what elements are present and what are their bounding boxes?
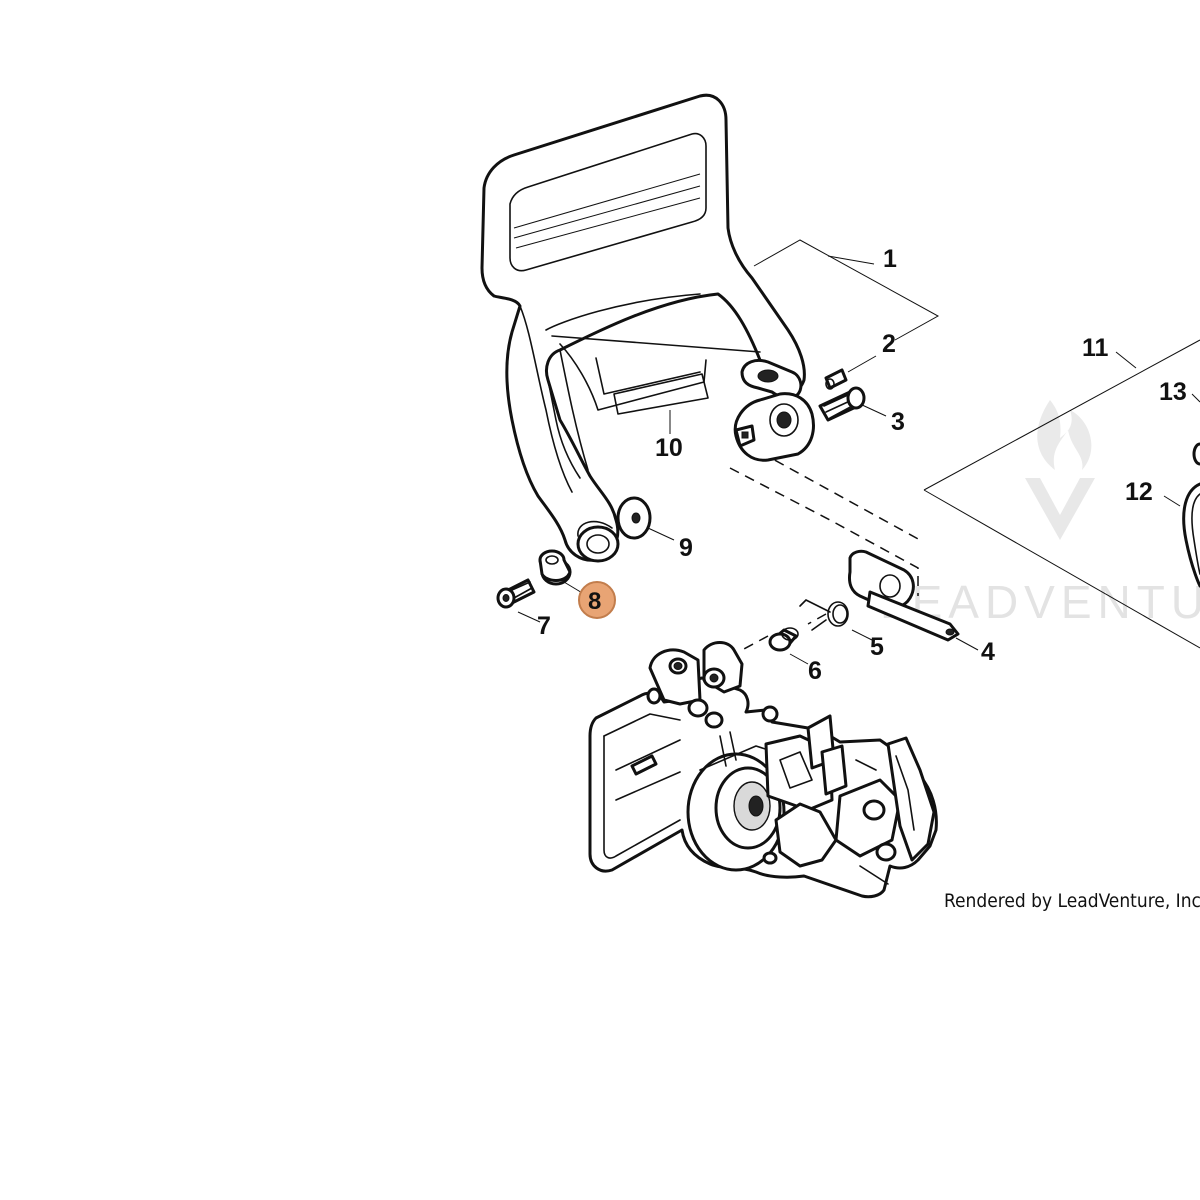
callout-label-1[interactable]: 1	[883, 245, 897, 273]
callout-label-6[interactable]: 6	[808, 657, 822, 685]
screw-part-3[interactable]	[818, 386, 866, 422]
render-credit: Rendered by LeadVenture, Inc.	[944, 890, 1200, 912]
pin-part-2[interactable]	[824, 368, 848, 390]
watermark-logo	[1025, 400, 1095, 540]
callout-label-10[interactable]: 10	[655, 434, 683, 462]
callout-label-11[interactable]: 11	[1082, 334, 1109, 362]
brake-lever-assembly[interactable]	[733, 392, 815, 462]
hand-guard-part-1[interactable]	[480, 93, 806, 563]
washer-part-9[interactable]	[616, 496, 652, 540]
callout-label-4[interactable]: 4	[981, 638, 995, 666]
crankcase-housing	[588, 641, 938, 899]
spring-part-5[interactable]	[799, 599, 849, 631]
lever-part-4[interactable]	[848, 549, 960, 642]
callout-highlight-8[interactable]: 8	[578, 581, 616, 619]
callout-label-9[interactable]: 9	[679, 534, 693, 562]
callout-label-8[interactable]: 8	[588, 588, 601, 615]
callout-label-12[interactable]: 12	[1125, 478, 1153, 506]
callout-label-13[interactable]: 13	[1159, 378, 1187, 406]
sleeve-part-8[interactable]	[538, 549, 572, 586]
callout-label-3[interactable]: 3	[891, 408, 905, 436]
callout-label-2[interactable]: 2	[882, 330, 896, 358]
sleeve-part-6[interactable]	[768, 627, 799, 652]
band-part-12[interactable]	[1182, 482, 1200, 588]
assembly-dash-lines	[729, 451, 921, 651]
callout-label-7[interactable]: 7	[537, 612, 551, 640]
highlight-circle	[578, 581, 616, 619]
screw-part-7[interactable]	[496, 578, 536, 609]
callout-label-5[interactable]: 5	[870, 633, 884, 661]
bolt-part-13[interactable]	[1192, 442, 1200, 466]
